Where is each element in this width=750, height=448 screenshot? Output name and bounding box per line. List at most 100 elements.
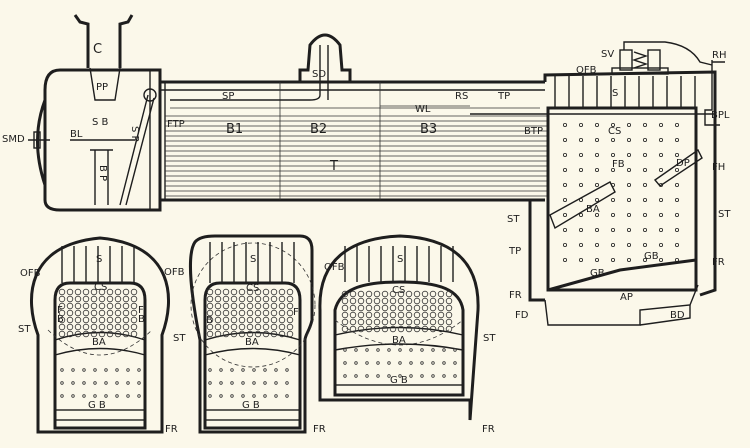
- stay-head: [442, 374, 446, 378]
- stay-head: [579, 137, 584, 142]
- stay-head: [627, 182, 632, 187]
- tube-end: [429, 325, 437, 333]
- tube-end: [381, 311, 389, 319]
- tube-end: [413, 318, 421, 326]
- tube-end: [341, 311, 349, 319]
- stay-head: [579, 212, 584, 217]
- regulator-handle: [704, 60, 725, 126]
- tube-end: [130, 302, 138, 310]
- tube-end: [114, 288, 122, 296]
- tube-end: [246, 316, 254, 324]
- safety-valve: [611, 41, 713, 75]
- tube-end: [445, 297, 453, 305]
- tube-end: [365, 290, 373, 298]
- tube-end: [254, 316, 262, 324]
- tube-end: [82, 295, 90, 303]
- label-foundation-ring: FR: [313, 424, 326, 435]
- tube-end: [413, 325, 421, 333]
- stay-head: [93, 394, 97, 398]
- tube-end: [230, 302, 238, 310]
- stay-head: [627, 197, 632, 202]
- tube-end: [270, 316, 278, 324]
- stay-head: [595, 182, 600, 187]
- tube-end: [130, 316, 138, 324]
- tube-end: [381, 318, 389, 326]
- tube-end: [373, 297, 381, 305]
- stay-head: [579, 257, 584, 262]
- stay-head: [595, 123, 600, 128]
- stay-head: [93, 381, 97, 385]
- stay-head: [563, 167, 568, 172]
- stay-head: [82, 368, 86, 372]
- tube-end: [421, 318, 429, 326]
- stay-head: [595, 137, 600, 142]
- tube-end: [429, 304, 437, 312]
- stay-head: [60, 381, 64, 385]
- tube-end: [90, 323, 98, 331]
- stay-head: [611, 242, 616, 247]
- tube-end: [397, 311, 405, 319]
- stay-head: [126, 394, 130, 398]
- stay-head: [431, 348, 435, 352]
- ashpan: [544, 284, 699, 326]
- outer-firebox: [528, 70, 717, 302]
- stay-head: [675, 227, 680, 232]
- label-bottom-door: BD: [670, 310, 685, 321]
- tube-end: [122, 316, 130, 324]
- label-firebox-f: F: [57, 305, 63, 316]
- tube-end: [90, 295, 98, 303]
- tube-end: [82, 309, 90, 317]
- label-grate-bars-1: GB: [590, 268, 605, 279]
- tube-end: [90, 330, 98, 338]
- tube-end: [262, 288, 270, 296]
- tube-end: [286, 323, 294, 331]
- tube-end: [278, 316, 286, 324]
- stay-head: [420, 348, 424, 352]
- tube-end: [405, 311, 413, 319]
- stay-head: [376, 374, 380, 378]
- tube-end: [397, 290, 405, 298]
- label-stays: S: [96, 254, 102, 265]
- stay-head: [643, 242, 648, 247]
- tube-end: [262, 295, 270, 303]
- tube-end: [429, 318, 437, 326]
- tube-end: [405, 304, 413, 312]
- label-brick-arch: BA: [92, 337, 106, 348]
- tube-end: [278, 288, 286, 296]
- tube-end: [206, 309, 214, 317]
- stay-head: [442, 361, 446, 365]
- label-chimney: C: [93, 42, 102, 57]
- tube-end: [405, 290, 413, 298]
- stay-head: [643, 152, 648, 157]
- stay-head: [643, 212, 648, 217]
- tube-end: [98, 302, 106, 310]
- firebox-stay-heads: [563, 123, 680, 262]
- stay-head: [563, 227, 568, 232]
- label-grate-bars: G B: [390, 375, 408, 386]
- tube-end: [66, 330, 74, 338]
- tube-end: [58, 302, 66, 310]
- stay-head: [611, 152, 616, 157]
- tube-end: [421, 290, 429, 298]
- tube-end: [429, 311, 437, 319]
- label-front-tube-plate: FTP: [167, 119, 185, 130]
- tube-end: [106, 330, 114, 338]
- tube-end: [214, 295, 222, 303]
- tube-end: [98, 316, 106, 324]
- tube-end: [389, 290, 397, 298]
- stay-head: [627, 212, 632, 217]
- tube-end: [246, 309, 254, 317]
- label-deflector-plate: DP: [676, 158, 690, 169]
- stay-head: [93, 368, 97, 372]
- tube-end: [114, 309, 122, 317]
- tube-end: [222, 330, 230, 338]
- tube-end: [130, 288, 138, 296]
- tube-end: [270, 288, 278, 296]
- stay-head: [579, 242, 584, 247]
- label-side-stays: ST: [483, 333, 496, 344]
- stay-head: [563, 137, 568, 142]
- label-foundation-ring: FR: [482, 424, 495, 435]
- stay-head: [643, 257, 648, 262]
- tube-end: [222, 309, 230, 317]
